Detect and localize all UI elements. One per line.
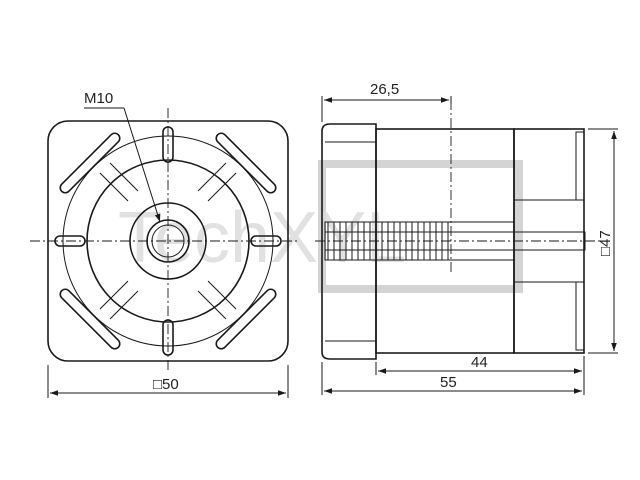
body-length-dimension: 44 xyxy=(375,354,585,395)
height-dimension: □47 xyxy=(588,128,618,354)
flange xyxy=(321,123,377,360)
inner-stubs xyxy=(99,162,237,320)
front-width-dimension: □50 xyxy=(47,365,289,398)
total-length-dimension: 55 xyxy=(321,362,582,395)
front-view: M10 □50 xyxy=(30,90,300,398)
watermark-text: TechXYL xyxy=(118,198,406,278)
side-view: 26,5 44 55 □47 xyxy=(315,81,618,395)
thread-callout: M10 xyxy=(84,90,161,223)
offset-label: 26,5 xyxy=(370,81,399,98)
front-width-label: □50 xyxy=(153,376,179,393)
height-label: □47 xyxy=(597,230,614,256)
total-length-label: 55 xyxy=(440,374,457,391)
watermark: TechXYL xyxy=(118,160,523,293)
thread-label: M10 xyxy=(84,90,113,107)
offset-dimension: 26,5 xyxy=(321,81,452,122)
body-length-label: 44 xyxy=(471,354,488,371)
